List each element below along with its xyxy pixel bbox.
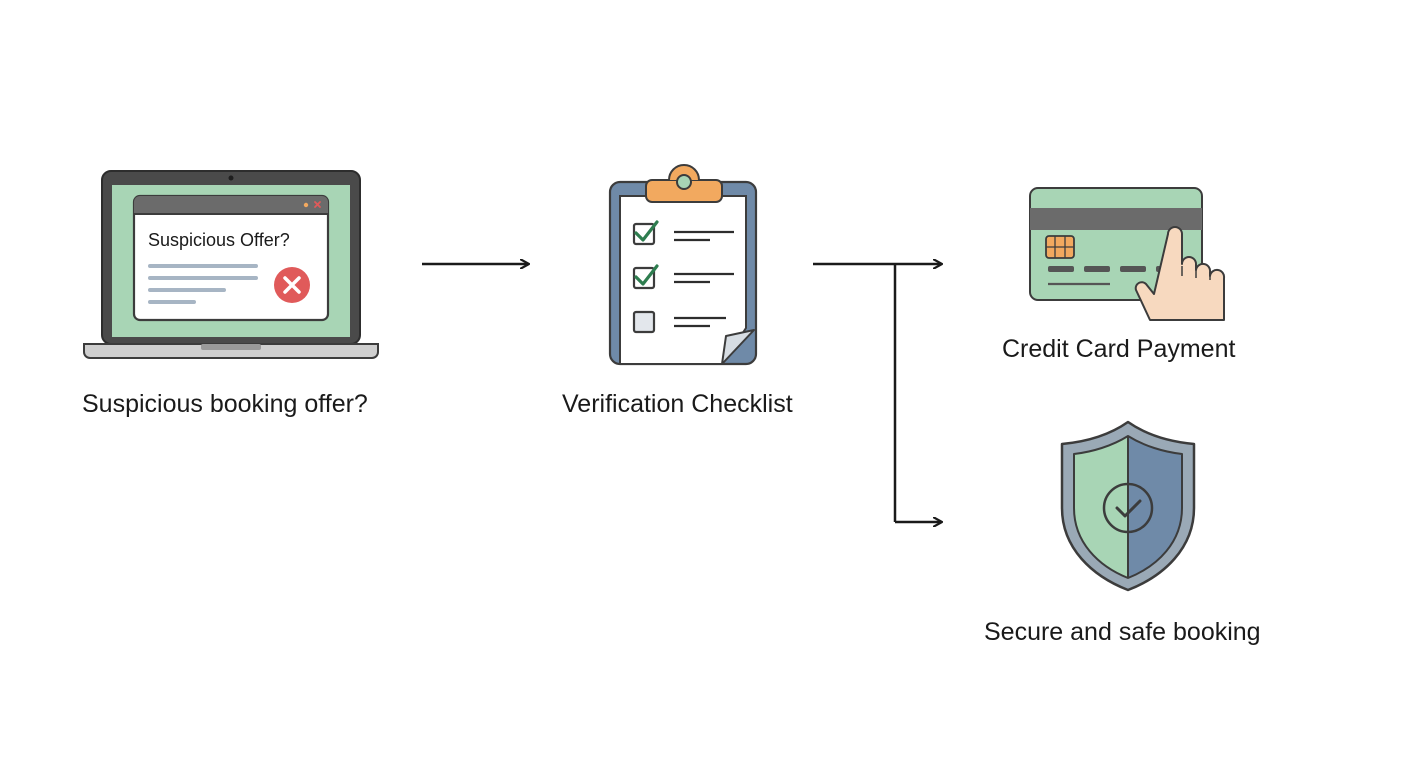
credit-card-hand-icon [1029, 187, 1226, 321]
shield-check-icon [1060, 420, 1196, 592]
node-label-secure-booking: Secure and safe booking [984, 618, 1261, 646]
node-label-credit-card-payment: Credit Card Payment [1002, 335, 1236, 363]
laptop-warning-icon [83, 170, 379, 359]
clipboard-checklist-icon [608, 164, 758, 366]
node-label-suspicious-offer: Suspicious booking offer? [82, 390, 368, 418]
popup-title: Suspicious Offer? [148, 230, 290, 250]
node-label-verification-checklist: Verification Checklist [562, 390, 793, 418]
